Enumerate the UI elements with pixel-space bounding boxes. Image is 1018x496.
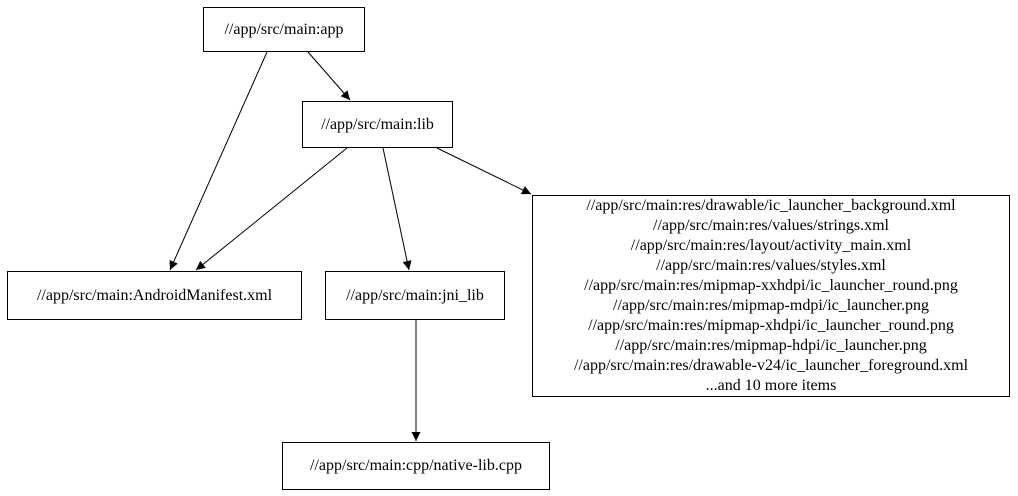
resource-line: //app/src/main:res/mipmap-xhdpi/ic_launc… [588, 317, 954, 334]
node-resources: //app/src/main:res/drawable/ic_launcher_… [532, 195, 1010, 397]
resource-line: //app/src/main:res/mipmap-xxhdpi/ic_laun… [584, 277, 958, 294]
resource-line: //app/src/main:res/mipmap-hdpi/ic_launch… [615, 337, 927, 354]
resource-line: //app/src/main:res/drawable/ic_launcher_… [586, 197, 956, 214]
node-lib-label: //app/src/main:lib [321, 115, 434, 133]
edge-lib-to-manifest [195, 147, 348, 271]
node-android-manifest: //app/src/main:AndroidManifest.xml [7, 271, 302, 320]
edge-lib-to-jni-lib [382, 147, 412, 271]
resource-line: //app/src/main:res/values/styles.xml [656, 257, 886, 274]
node-android-manifest-label: //app/src/main:AndroidManifest.xml [36, 286, 273, 304]
node-jni-lib-label: //app/src/main:jni_lib [346, 286, 484, 304]
resource-line: //app/src/main:res/layout/activity_main.… [630, 237, 912, 254]
resource-line: //app/src/main:res/mipmap-mdpi/ic_launch… [613, 297, 929, 314]
resource-line: //app/src/main:res/drawable-v24/ic_launc… [573, 357, 969, 374]
node-app-label: //app/src/main:app [224, 20, 344, 38]
edge-app-to-lib [307, 51, 351, 101]
edge-app-to-manifest [169, 51, 268, 271]
resource-line-more-items: ...and 10 more items [705, 377, 837, 394]
edge-lib-to-resources [436, 147, 532, 195]
node-app: //app/src/main:app [203, 7, 365, 52]
node-jni-lib: //app/src/main:jni_lib [325, 271, 505, 320]
node-lib: //app/src/main:lib [302, 101, 453, 148]
node-native-lib-cpp: //app/src/main:cpp/native-lib.cpp [282, 442, 550, 490]
node-native-lib-cpp-label: //app/src/main:cpp/native-lib.cpp [310, 457, 522, 474]
resource-line: //app/src/main:res/values/strings.xml [653, 217, 889, 234]
